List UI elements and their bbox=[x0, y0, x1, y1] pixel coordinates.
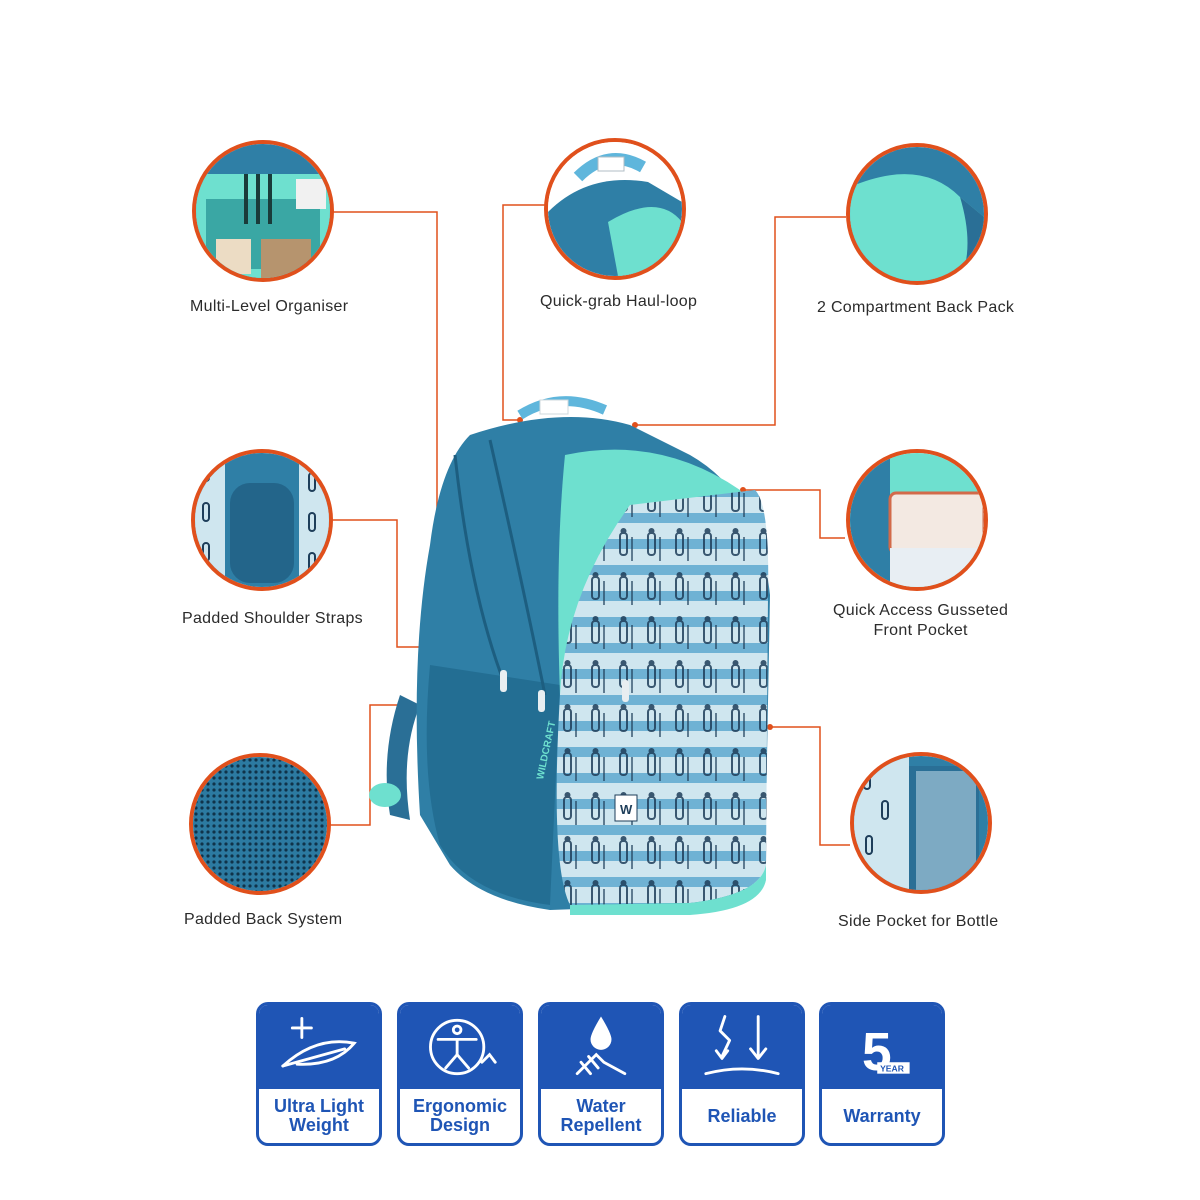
badge-label-line1: Warranty bbox=[843, 1105, 921, 1126]
shoulder-straps-detail-image bbox=[191, 449, 333, 591]
haul-loop-label: Quick-grab Haul-loop bbox=[540, 293, 698, 310]
badge-label-line2: Weight bbox=[289, 1115, 349, 1135]
water-drop-icon bbox=[575, 1016, 627, 1076]
organiser-detail-image bbox=[192, 140, 334, 282]
front-pocket-label-line2: Front Pocket bbox=[873, 622, 968, 639]
haul-loop-detail-image bbox=[544, 138, 686, 280]
badge-reliable: Reliable bbox=[679, 1002, 805, 1146]
organiser-label: Multi-Level Organiser bbox=[190, 298, 349, 315]
badge-label-line2: Repellent bbox=[560, 1115, 642, 1135]
front-pocket-label: Quick Access Gusseted Front Pocket bbox=[833, 601, 1008, 641]
brand-logo: W bbox=[620, 802, 633, 817]
front-pocket-detail-image bbox=[846, 449, 988, 591]
compartment-label: 2 Compartment Back Pack bbox=[817, 299, 1015, 316]
badge-label-line1: Reliable bbox=[707, 1105, 777, 1126]
badge-label-line1: Ergonomic bbox=[412, 1096, 507, 1116]
shoulder-straps-label: Padded Shoulder Straps bbox=[182, 610, 363, 627]
back-system-detail-image bbox=[189, 753, 331, 895]
badge-label-line2: Design bbox=[429, 1115, 490, 1135]
back-system-label: Padded Back System bbox=[184, 911, 343, 928]
warranty-word: YEAR bbox=[880, 1064, 905, 1074]
ergonomic-person-icon bbox=[429, 1018, 497, 1076]
badge-label-line1: Ultra Light bbox=[274, 1096, 364, 1116]
reliable-arrows-icon bbox=[704, 1015, 780, 1076]
badge-warranty: 5 YEAR Warranty bbox=[819, 1002, 945, 1146]
front-pocket-label-line1: Quick Access Gusseted bbox=[833, 602, 1009, 619]
badge-label-line1: Water bbox=[576, 1096, 626, 1116]
side-pocket-label: Side Pocket for Bottle bbox=[838, 913, 999, 930]
side-pocket-detail-image bbox=[850, 752, 992, 894]
warranty-5-icon: 5 YEAR bbox=[862, 1023, 910, 1082]
backpack-image: WILDCRAFT W bbox=[369, 396, 770, 915]
compartment-detail-image bbox=[846, 143, 988, 285]
feather-plus-icon bbox=[281, 1017, 357, 1068]
